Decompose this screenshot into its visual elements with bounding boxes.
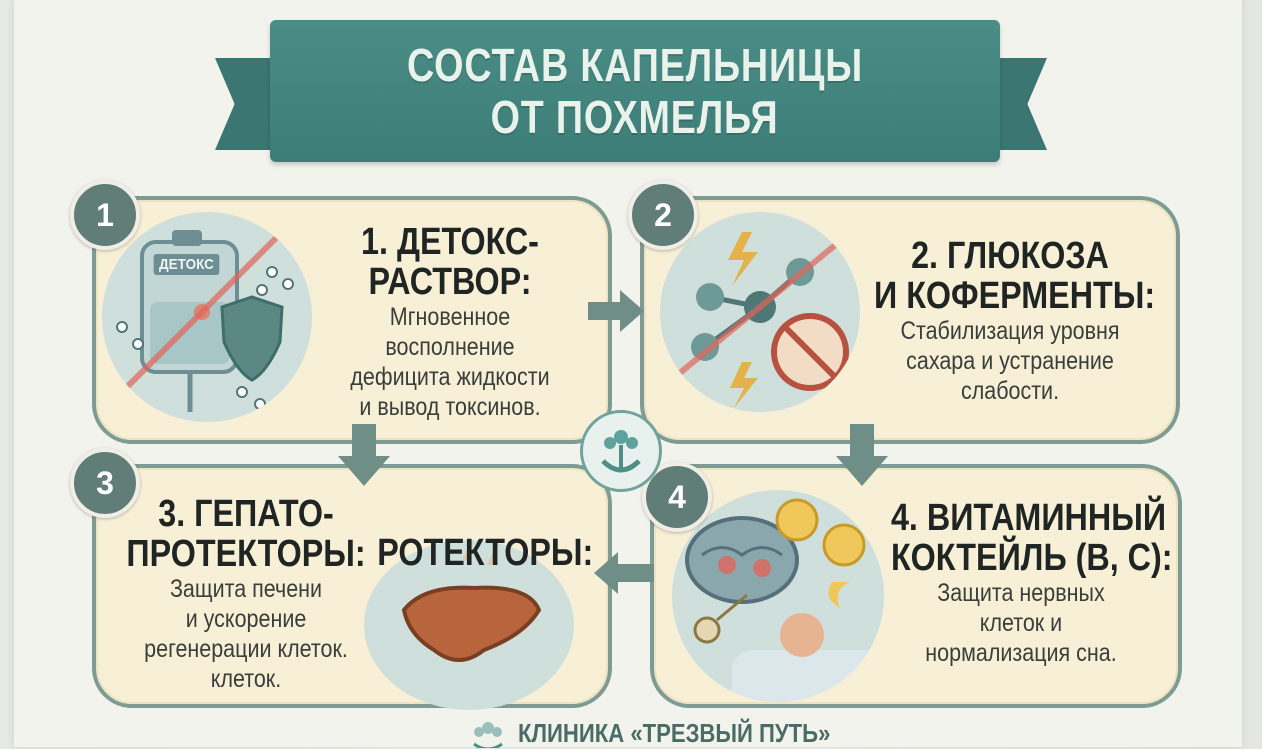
step-3-heading-1: 3. ГЕПАТО- (158, 493, 334, 535)
step-3-line-4: клеток. (210, 665, 282, 693)
lightning-icon (728, 232, 758, 286)
step-1-heading-2: РАСТВОР: (368, 261, 532, 303)
step-4-line-2: клеток и (979, 609, 1063, 637)
step-4-heading-1: 4. ВИТАМИННЫЙ (890, 497, 1167, 539)
glucose-illustration (660, 212, 860, 412)
step-1-line-2: восполнение (385, 333, 515, 361)
step-2-text: 2. ГЛЮКОЗА И КОФЕРМЕНТЫ: Стабилизация ур… (850, 236, 1170, 406)
smiley-icon (822, 523, 866, 567)
footer: КЛИНИКА «ТРЕЗВЫЙ ПУТЬ» (468, 718, 885, 748)
step-3-heading-2: ПРОТЕКТОРЫ: (126, 533, 366, 575)
clinic-name: КЛИНИКА «ТРЕЗВЫЙ ПУТЬ» (518, 717, 831, 748)
step-3-duplicate-heading: РОТЕКТОРЫ: (377, 532, 594, 574)
bag-label: ДЕТОКС (153, 254, 220, 275)
tree-hands-logo-icon (473, 722, 503, 748)
step-badge-1: 1 (70, 180, 140, 250)
moon-icon (828, 582, 850, 608)
step-2-line-2: сахара и устранение (906, 347, 1114, 375)
arrow-right-icon (588, 290, 644, 332)
arrow-down-icon (338, 424, 390, 486)
step-4-line-1: Защита нервных (937, 579, 1105, 607)
step-2-heading-2: И КОФЕРМЕНТЫ: (874, 275, 1156, 317)
tree-hands-logo-icon (580, 410, 662, 492)
detox-illustration (102, 212, 312, 422)
liver-illustration (364, 540, 574, 710)
sleeping-person-icon (780, 613, 824, 657)
step-2-line-1: Стабилизация уровня (900, 317, 1120, 345)
smiley-icon (775, 498, 819, 542)
liver-icon (401, 540, 542, 662)
step-2-heading-1: 2. ГЛЮКОЗА (911, 235, 1109, 277)
title-line-2: ОТ ПОХМЕЛЬЯ (491, 91, 779, 143)
key-icon (693, 593, 748, 644)
step-4-heading-2: КОКТЕЙЛЬ (В, С): (890, 537, 1173, 579)
step-1-line-1: Мгновенное (389, 303, 511, 331)
step-4-text: 4. ВИТАМИННЫЙ КОКТЕЙЛЬ (В, С): Защита не… (868, 498, 1174, 668)
step-1-line-3: дефицита жидкости (350, 363, 550, 391)
molecule-icon (673, 232, 849, 408)
shield-icon (220, 295, 284, 382)
vitamin-illustration (672, 490, 884, 702)
step-3-line-2: и ускорение (185, 605, 307, 633)
iv-bag-icon (116, 219, 295, 412)
arrow-down-icon (836, 424, 888, 486)
step-1-text: 1. ДЕТОКС- РАСТВОР: Мгновенное восполнен… (300, 222, 600, 422)
step-1-line-4: и вывод токсинов. (359, 393, 541, 421)
title-line-1: СОСТАВ КАПЕЛЬНИЦЫ (407, 39, 863, 91)
step-badge-2: 2 (628, 180, 698, 250)
step-3-line-1: Защита печени (169, 575, 323, 603)
step-3-text: 3. ГЕПАТО- ПРОТЕКТОРЫ: Защита печени и у… (96, 494, 396, 694)
brain-icon (685, 498, 882, 702)
step-1-heading-1: 1. ДЕТОКС- (361, 221, 539, 263)
arrow-left-icon (594, 552, 654, 594)
title-banner: СОСТАВ КАПЕЛЬНИЦЫ ОТ ПОХМЕЛЬЯ (270, 20, 1000, 162)
step-4-line-3: нормализация сна. (925, 639, 1117, 667)
step-3-line-3: регенерации клеток. (144, 635, 348, 663)
lightning-icon (730, 362, 758, 408)
step-badge-3: 3 (70, 448, 140, 518)
step-2-line-3: слабости. (960, 377, 1060, 405)
